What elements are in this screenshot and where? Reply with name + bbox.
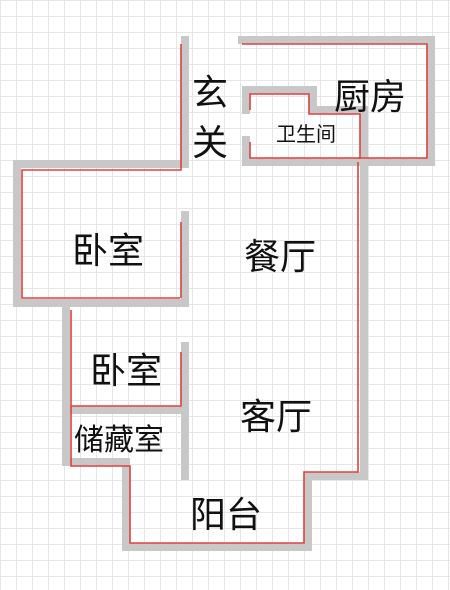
living-label: 客厅 xyxy=(240,397,313,438)
entrance-label-1: 玄 xyxy=(192,73,229,114)
outer-wall xyxy=(13,36,435,551)
walls xyxy=(13,36,435,551)
bedroom-main-label: 卧室 xyxy=(72,231,145,272)
top-outline xyxy=(242,43,428,159)
dining-label: 餐厅 xyxy=(244,237,317,278)
bathroom-label: 卫生间 xyxy=(276,122,336,146)
lower-outline xyxy=(70,162,359,544)
bedroom-second-label: 卧室 xyxy=(90,351,163,392)
second-bedroom-outline xyxy=(71,352,182,407)
storage-label: 储藏室 xyxy=(74,423,164,458)
outer-outline xyxy=(21,44,182,299)
bathroom-wall xyxy=(242,86,368,166)
bedroom-wall xyxy=(62,211,189,307)
room-outline xyxy=(21,43,428,544)
entrance-label-2: 关 xyxy=(192,123,229,164)
balcony-label: 阳台 xyxy=(190,495,263,536)
kitchen-label: 厨房 xyxy=(334,77,407,118)
bathroom-outline xyxy=(249,93,361,159)
second-bedroom-wall xyxy=(62,342,189,414)
